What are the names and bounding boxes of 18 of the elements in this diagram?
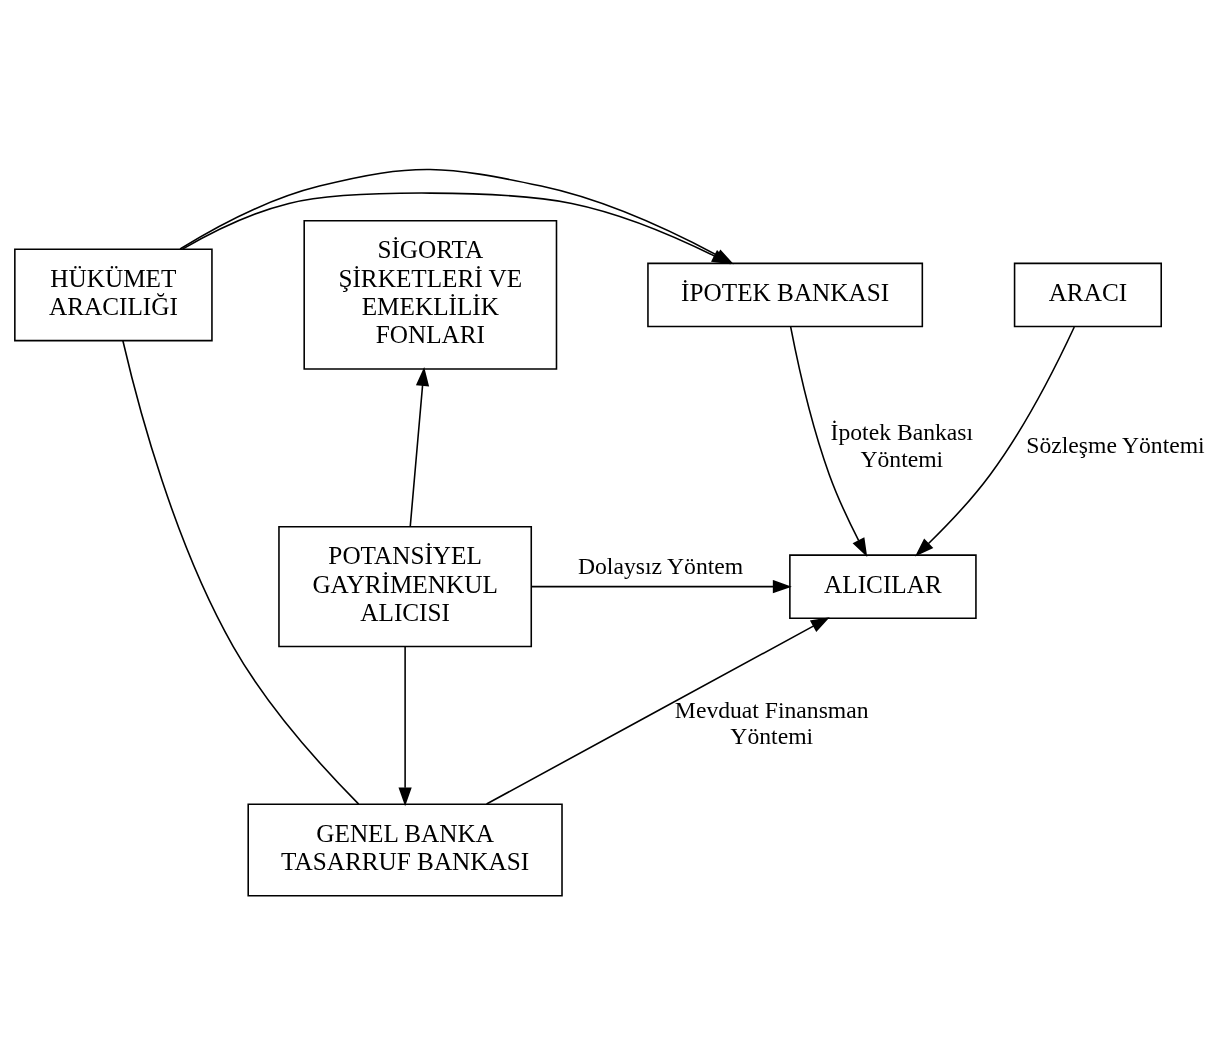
connector xyxy=(122,339,360,805)
node-box: İPOTEK BANKASI xyxy=(647,262,924,327)
edge-label: Sözleşme Yöntemi xyxy=(1026,431,1205,458)
arrow xyxy=(409,366,430,527)
edge-label: İpotek Bankası Yöntemi xyxy=(830,418,974,472)
node-box: POTANSİYEL GAYRİMENKUL ALICISI xyxy=(278,525,533,647)
node-box: SİGORTA ŞİRKETLERİ VE EMEKLİLİK FONLARI xyxy=(303,219,558,370)
arrow xyxy=(485,616,830,805)
arrow xyxy=(915,325,1076,556)
node-box: GENEL BANKA TASARRUF BANKASI xyxy=(247,802,563,896)
arrow xyxy=(789,325,868,557)
edge-label: Dolaysız Yöntem xyxy=(577,552,744,579)
arrow xyxy=(530,579,792,593)
node-box: ARACI xyxy=(1013,262,1162,327)
node-box: HÜKÜMET ARACILIĞI xyxy=(14,247,213,341)
arrow xyxy=(398,645,412,806)
edge-label: Mevduat Finansman Yöntemi xyxy=(674,696,869,749)
node-box: ALICILAR xyxy=(789,553,977,619)
